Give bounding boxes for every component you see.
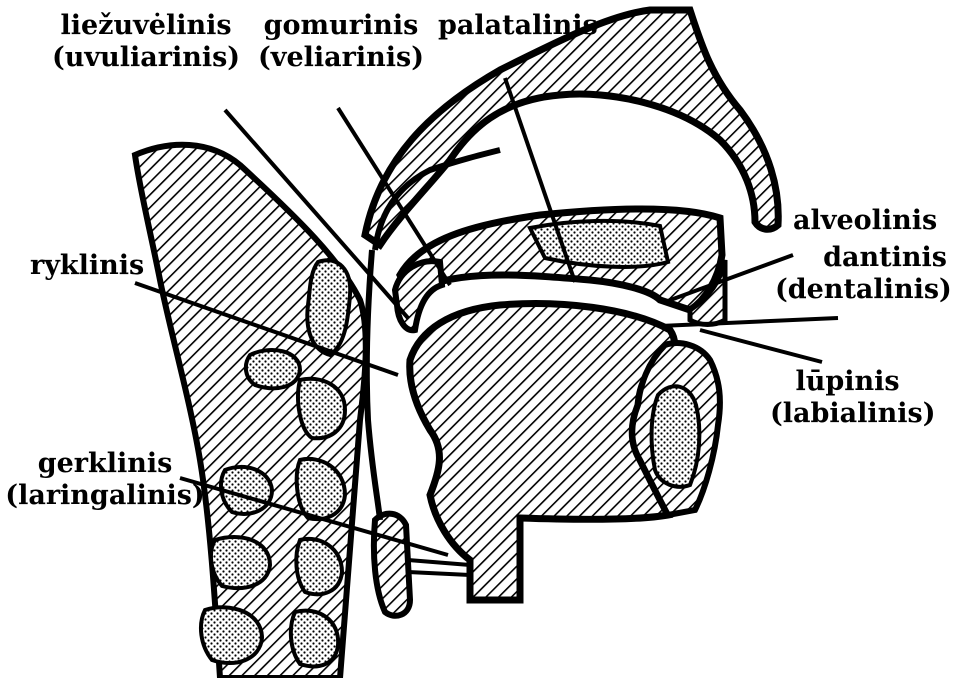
- label-dental-line2: (dentalinis): [775, 274, 947, 306]
- vertebra-8: [201, 607, 262, 663]
- label-uvular-line2: (uvuliarinis): [52, 42, 240, 74]
- mandible-stipple: [652, 386, 700, 486]
- label-pharyngeal: ryklinis: [30, 250, 144, 282]
- label-velar-line2: (veliarinis): [258, 42, 424, 74]
- vertebra-2: [246, 350, 300, 388]
- vertebra-6: [211, 537, 270, 588]
- pharynx-wall: [367, 250, 380, 520]
- palate-bone-stipple: [530, 221, 668, 267]
- velum: [395, 261, 442, 330]
- label-dental-line1: dantinis: [775, 242, 947, 274]
- label-pharyngeal-line1: ryklinis: [30, 250, 144, 282]
- label-laryngeal: gerklinis (laringalinis): [5, 448, 205, 512]
- label-velar: gomurinis (veliarinis): [258, 10, 424, 74]
- label-uvular: liežuvėlinis (uvuliarinis): [52, 10, 240, 74]
- pointer-dental: [660, 318, 838, 326]
- label-labial: lūpinis (labialinis): [770, 366, 925, 430]
- vertebra-9: [291, 611, 338, 667]
- label-palatal: palatalinis: [438, 10, 598, 42]
- label-alveolar: alveolinis: [793, 205, 937, 237]
- pointer-labial: [700, 330, 822, 362]
- epiglottis: [374, 514, 410, 616]
- label-laryngeal-line2: (laringalinis): [5, 480, 205, 512]
- vertebra-3: [298, 379, 345, 439]
- label-uvular-line1: liežuvėlinis: [52, 10, 240, 42]
- label-labial-line2: (labialinis): [770, 398, 925, 430]
- label-alveolar-line1: alveolinis: [793, 205, 937, 237]
- label-dental: dantinis (dentalinis): [775, 242, 947, 306]
- label-labial-line1: lūpinis: [770, 366, 925, 398]
- label-palatal-line1: palatalinis: [438, 10, 598, 42]
- label-laryngeal-line1: gerklinis: [5, 448, 205, 480]
- label-velar-line1: gomurinis: [258, 10, 424, 42]
